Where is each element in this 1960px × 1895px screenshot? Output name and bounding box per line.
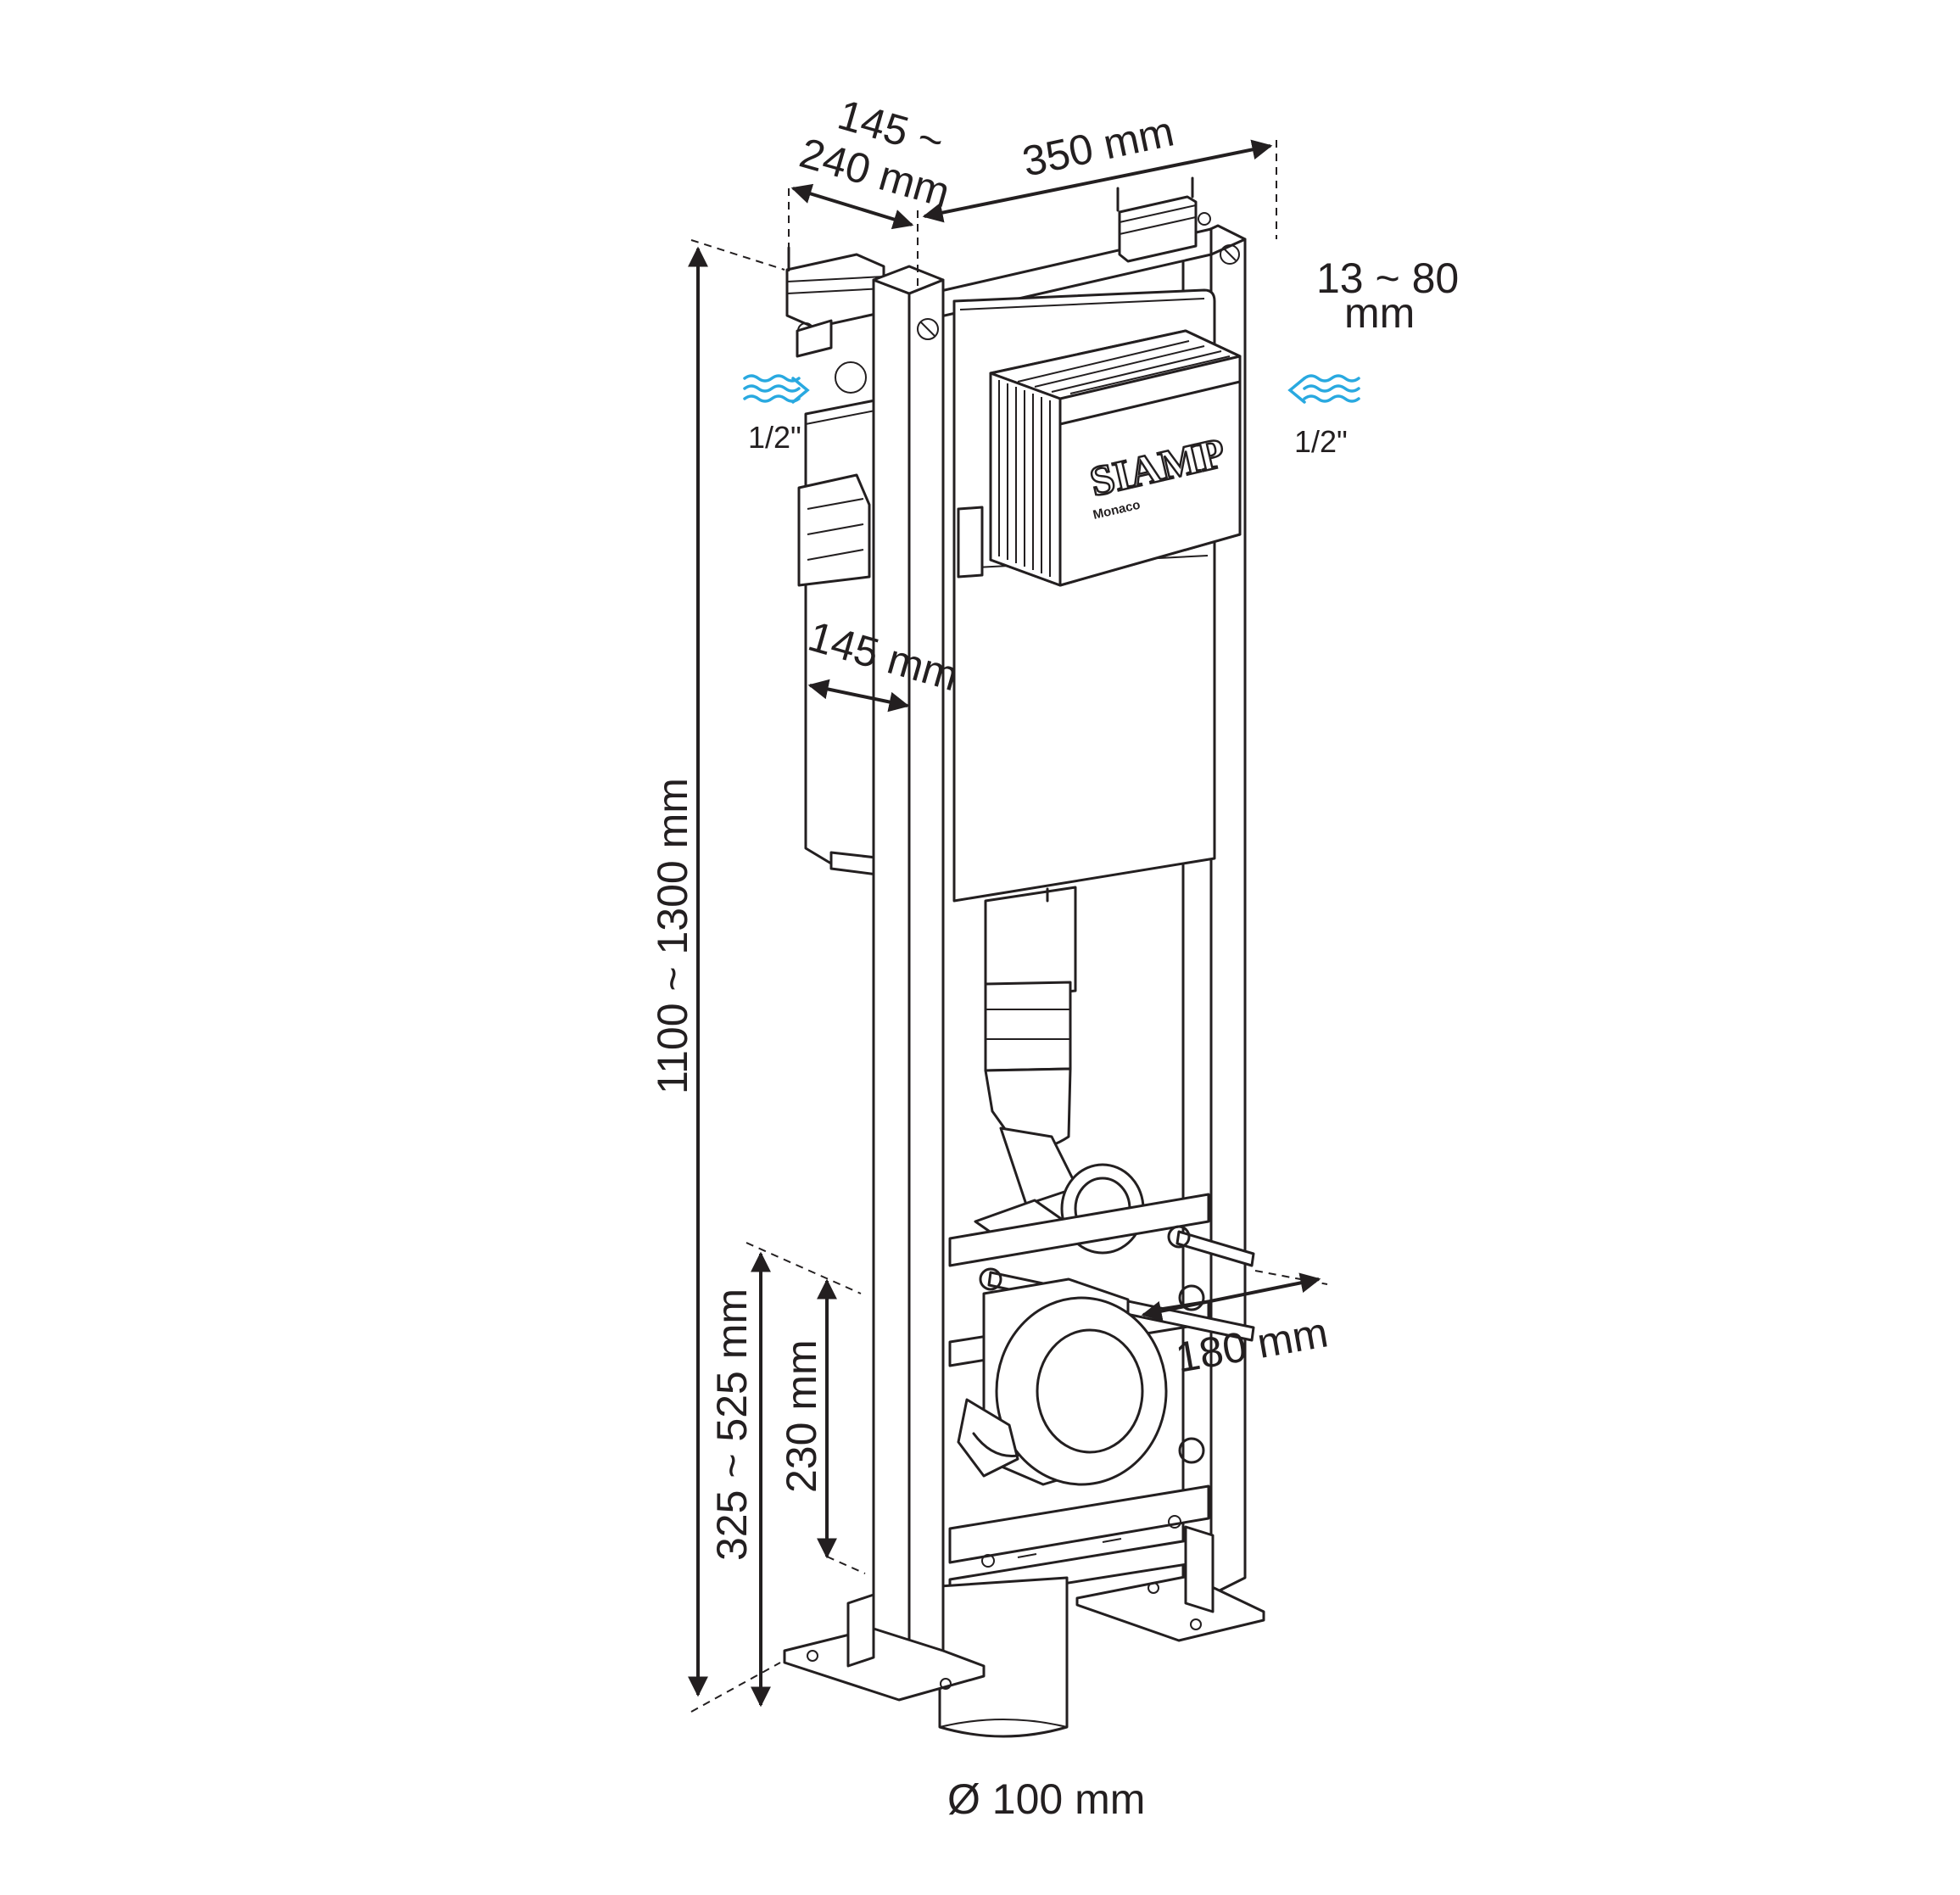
outlet-height-label: 230 mm — [778, 1339, 825, 1493]
extension-line — [1254, 1270, 1328, 1285]
inlet-size-left: 1/2" — [748, 420, 801, 455]
total-height-label: 1100 ~ 1300 mm — [649, 778, 696, 1094]
top-left-bracket — [785, 246, 885, 394]
cistern-left-side — [797, 397, 885, 877]
flush-pipe — [984, 886, 1079, 1206]
water-wave-icon — [1303, 374, 1360, 383]
drain-diameter-label: Ø 100 mm — [947, 1775, 1145, 1823]
outlet-connector — [957, 1277, 1168, 1486]
ribbing — [998, 340, 1231, 577]
outlet-range-label: 325 ~ 525 mm — [708, 1288, 756, 1561]
flush-valve-box: SIAMP Monaco — [989, 329, 1242, 587]
left-foot-plate — [783, 1593, 986, 1702]
water-inlet-left: 1/2" — [743, 374, 810, 455]
water-inlet-right: 1/2" — [1287, 374, 1360, 459]
extension-line — [826, 1556, 866, 1574]
frame-width-label: 350 mm — [1019, 107, 1178, 185]
extension-line — [745, 1242, 862, 1294]
extension-line — [690, 239, 785, 271]
drain-pipe — [938, 1576, 1069, 1738]
bolt-spacing-arrow — [1141, 1272, 1321, 1322]
frame-width-arrow — [922, 139, 1273, 223]
dimension-lines — [688, 139, 1328, 1713]
inlet-size-right: 1/2" — [1294, 424, 1348, 459]
extension-line — [690, 1662, 781, 1713]
cistern-depth-arrow — [807, 679, 910, 713]
frame-depth-arrow — [790, 183, 914, 230]
wall-distance-label-line1: 13 ~ 80 — [1316, 254, 1459, 302]
installation-frame: SIAMP Monaco — [783, 176, 1265, 1738]
right-foot-plate — [1075, 1525, 1265, 1642]
water-wave-icon — [743, 374, 801, 383]
wall-distance-label-line2: mm — [1344, 289, 1415, 337]
